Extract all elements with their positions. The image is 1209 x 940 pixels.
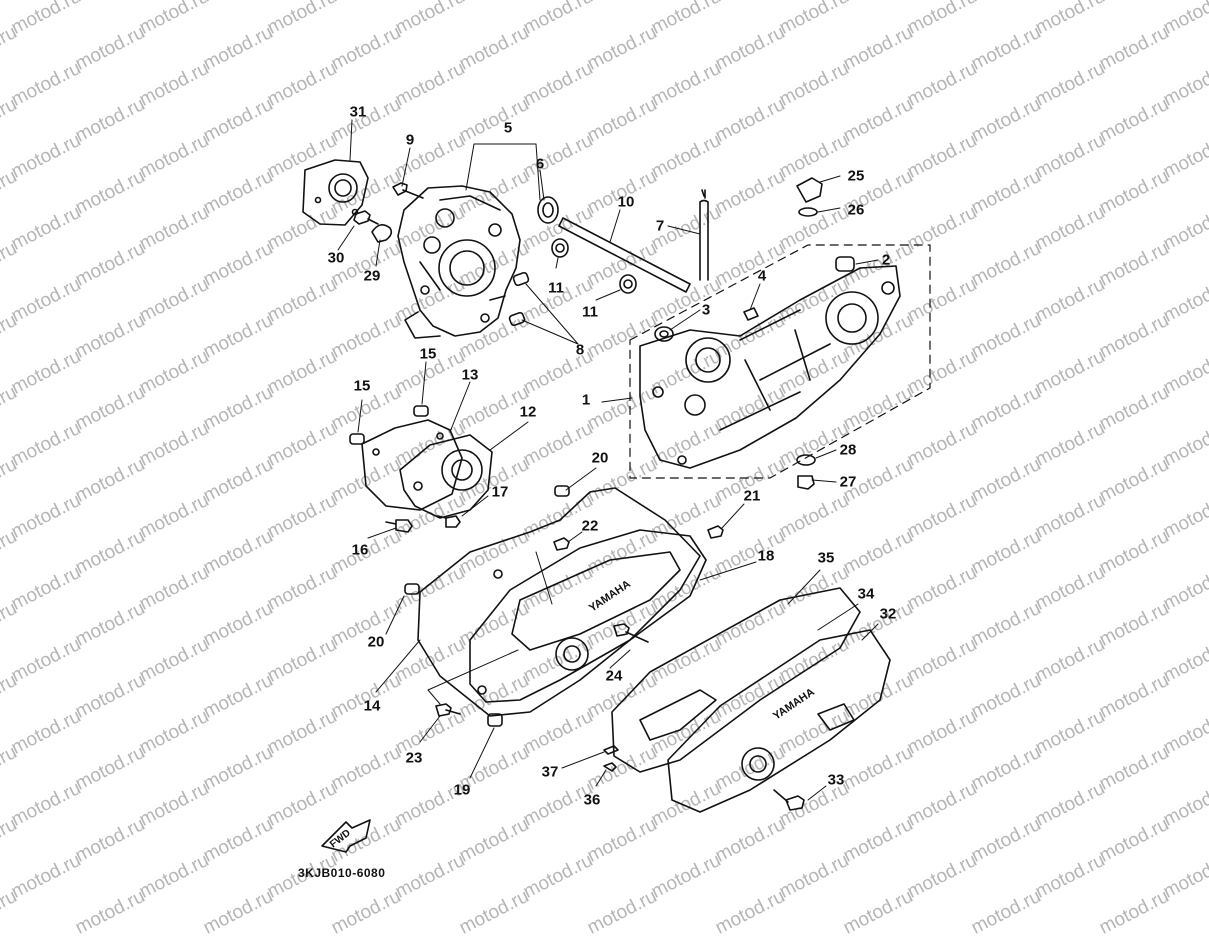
part-17-bolt [437,515,461,528]
part-29-clip [371,224,393,243]
part-4-clip [743,307,759,321]
part-20-dowel-lower [404,583,420,595]
part-37-clip [603,745,619,755]
callout-33: 33 [827,771,845,789]
part-24-bolt [613,623,649,643]
callout-1: 1 [581,391,591,409]
callout-5: 5 [503,119,513,137]
part-31-gasket-plate [302,159,369,226]
part-30-screw [353,210,379,225]
part-8-dowel-lower [508,311,526,327]
part-36-bushing [603,762,617,772]
callout-20b: 20 [367,633,385,651]
part-13-gasket [361,419,463,511]
callout-6: 6 [535,155,545,173]
callout-3: 3 [701,301,711,319]
callout-27: 27 [839,473,857,491]
part-12-water-pump-cover [399,434,493,519]
part-20-dowel-upper [554,485,570,497]
part-27-drain-plug [797,475,815,490]
callout-9: 9 [405,131,415,149]
callout-16: 16 [351,541,369,559]
part-23-bolt [435,703,461,717]
callout-34: 34 [857,585,875,603]
callout-25: 25 [847,167,865,185]
callout-15b: 15 [353,377,371,395]
part-11-seal-upper [551,238,569,258]
part-18-crankcase-cover [469,529,707,703]
callout-11a: 11 [548,279,564,297]
part-14-crankcase-gasket [417,487,701,717]
callout-15a: 15 [419,345,437,363]
callout-24: 24 [605,667,623,685]
part-2-dowel [835,256,855,272]
callout-28: 28 [839,441,857,459]
callout-35: 35 [817,549,835,567]
callout-7: 7 [655,217,665,235]
part-25-cap [796,177,823,203]
callout-31: 31 [349,103,367,121]
callout-18: 18 [757,547,775,565]
part-34-panel [611,587,861,773]
part-15-dowel-b [349,433,365,445]
callout-30: 30 [327,249,345,267]
callout-2: 2 [881,251,891,269]
callout-13: 13 [461,366,479,384]
callout-29: 29 [363,267,381,285]
part-15-dowel-a [413,405,429,417]
part-6-bearing [537,196,559,224]
part-5-left-crankcase [397,185,521,339]
callout-22: 22 [581,517,599,535]
callout-12: 12 [519,403,537,421]
callout-23: 23 [405,749,423,767]
callout-26: 26 [847,201,865,219]
callout-32: 32 [879,605,897,623]
part-28-washer [796,454,816,466]
callout-10: 10 [617,193,635,211]
part-26-o-ring [798,207,818,217]
callout-8: 8 [575,341,585,359]
callout-19: 19 [453,781,471,799]
part-32-outer-cover [667,629,891,813]
part-11-seal-lower [619,274,637,294]
callout-17: 17 [491,483,509,501]
callout-14: 14 [363,697,381,715]
part-21-bolt [707,525,724,539]
yamaha-mark-inner: YAMAHA [587,578,633,614]
callout-4: 4 [757,267,767,285]
callout-36: 36 [583,791,601,809]
exploded-view-drawing: YAMAHA YAMAHA FWD [302,119,931,853]
part-7-pipe [699,199,709,281]
yamaha-mark-outer: YAMAHA [771,686,817,722]
part-1-crankcase-outline [629,244,931,479]
part-19-dowel [487,713,503,727]
diagram-code: 3KJB010-6080 [298,866,386,880]
part-8-dowel-upper [512,271,530,287]
part-10-shaft [558,217,691,293]
callout-11b: 11 [582,303,598,321]
callout-37: 37 [541,763,559,781]
part-22-bolt [553,537,570,551]
part-3-seal [654,326,674,342]
part-1-right-crankcase [639,265,901,469]
part-33-bolt [773,789,805,811]
callout-21: 21 [743,487,761,505]
fwd-direction-arrow [321,819,371,853]
callout-20a: 20 [591,449,609,467]
